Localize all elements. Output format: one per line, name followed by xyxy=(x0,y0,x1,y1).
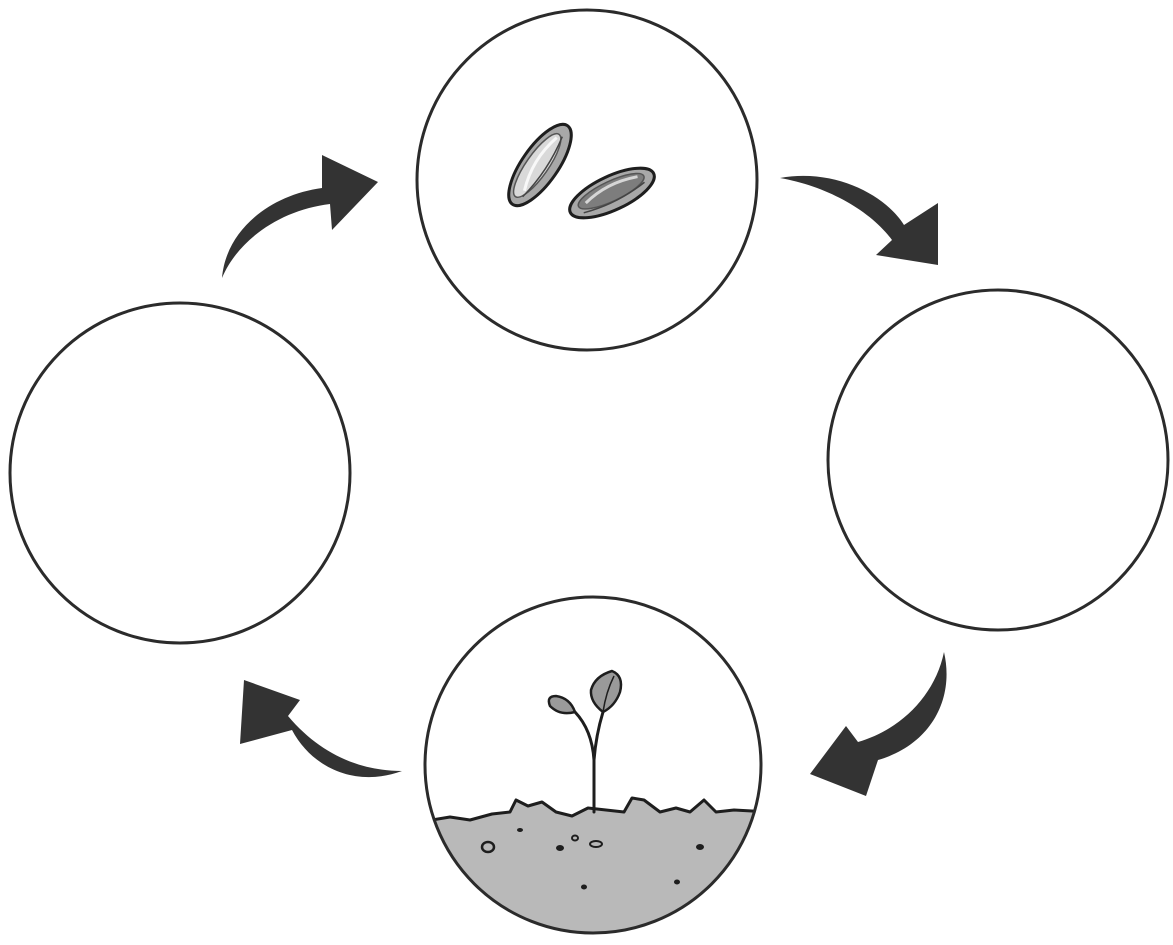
cycle-arrow-bottom-to-left xyxy=(240,680,402,777)
cycle-arrow-top-to-right xyxy=(780,176,938,265)
stage-left-circle xyxy=(10,303,350,643)
cycle-arrow-left-to-top xyxy=(222,155,378,278)
cycle-arrow-right-to-bottom xyxy=(810,652,947,796)
soil xyxy=(420,798,770,945)
stage-top-circle xyxy=(417,10,757,350)
stage-right-circle xyxy=(828,290,1168,630)
stage-bottom-circle xyxy=(420,597,770,945)
